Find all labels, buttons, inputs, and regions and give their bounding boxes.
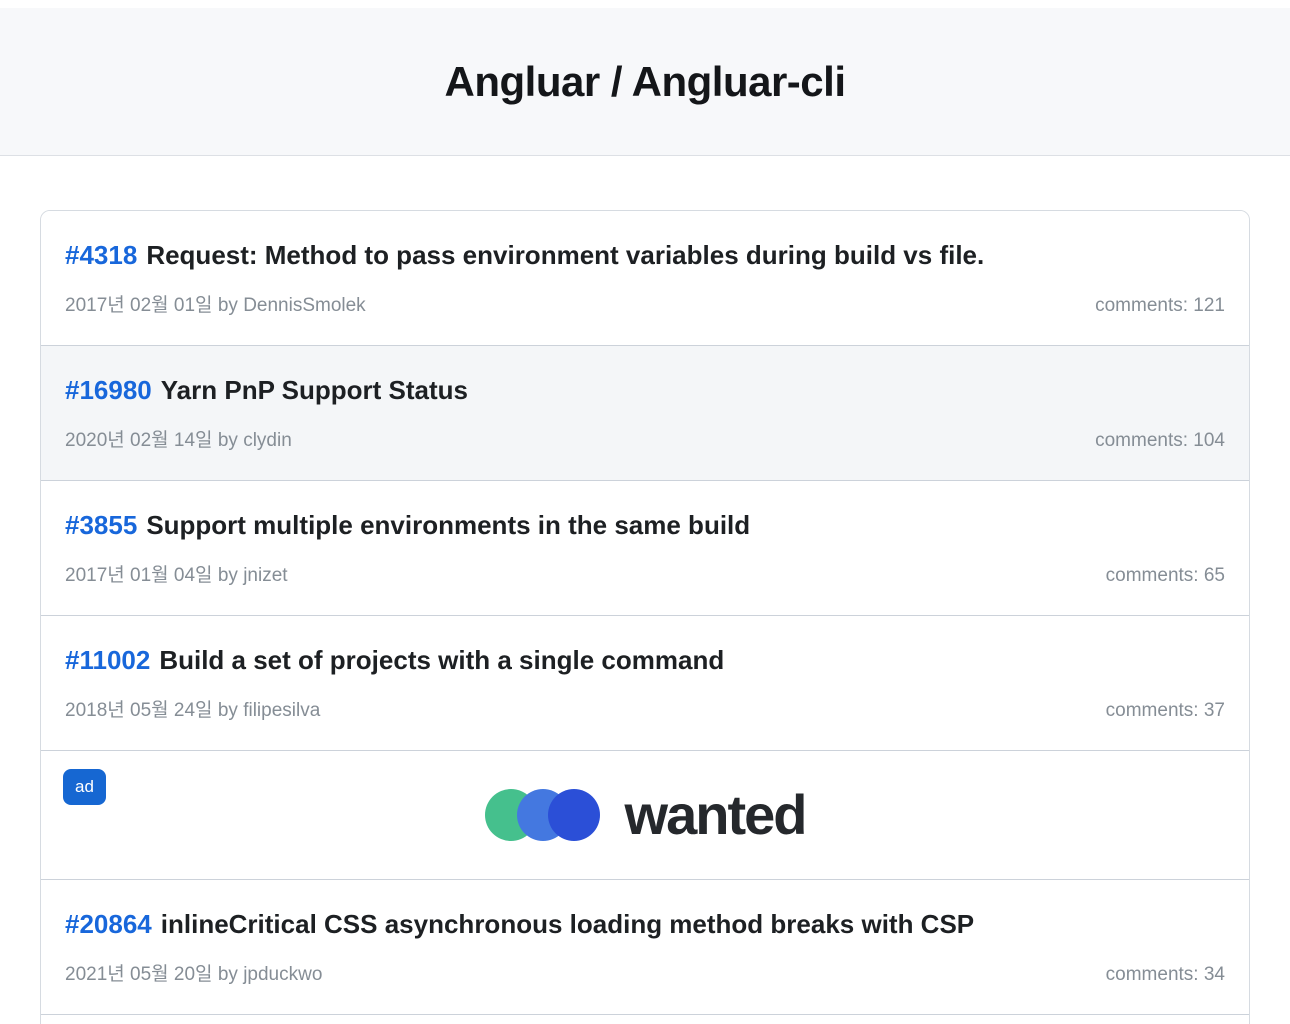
issue-author: jpduckwo [243,964,323,985]
by-label: by [217,964,238,985]
comments-label: comments: [1105,565,1199,586]
issue-title: Request: Method to pass environment vari… [146,240,985,270]
issue-row[interactable]: #20864 inlineCritical CSS asynchronous lo… [41,879,1249,1014]
issue-comments: comments: 37 [1106,698,1225,723]
comments-count: 65 [1203,565,1225,586]
issue-title-line: #3855 Support multiple environments in th… [65,508,1225,542]
issue-number-link[interactable]: #20864 [65,909,152,939]
page-title: Angluar / Angluar-cli [444,57,846,105]
top-gap [0,0,1290,8]
issue-row[interactable]: #4318 Request: Method to pass environment… [41,211,1249,345]
issue-number-link[interactable]: #4318 [65,240,138,270]
main-content: #4318 Request: Method to pass environment… [0,210,1290,1024]
comments-label: comments: [1105,700,1199,721]
wanted-logo-text: wanted [624,783,808,846]
issue-meta: 2021년 05월 20일 by jpduckwo comments: 34 [65,962,1225,987]
issue-number-link[interactable]: #16980 [65,375,152,405]
issue-meta: 2017년 02월 01일 by DennisSmolek comments: … [65,293,1225,318]
ad-badge: ad [63,769,106,805]
issue-number-link[interactable]: #11002 [65,645,151,675]
comments-count: 34 [1203,964,1225,985]
wanted-logo[interactable]: wanted [484,783,808,846]
issue-row[interactable]: #11002 Build a set of projects with a sin… [41,615,1249,750]
issue-meta: 2018년 05월 24일 by filipesilva comments: 3… [65,698,1225,723]
issue-row[interactable]: #16980 Yarn PnP Support Status 2020년 02월 … [41,345,1249,480]
issue-comments: comments: 65 [1106,563,1225,588]
comments-label: comments: [1095,295,1189,316]
comments-label: comments: [1105,964,1199,985]
issue-title-line: #4318 Request: Method to pass environment… [65,238,1225,272]
issue-meta-left: 2021년 05월 20일 by jpduckwo [65,962,322,987]
comments-count: 37 [1203,700,1225,721]
comments-count: 104 [1193,430,1225,451]
issue-title: Build a set of projects with a single co… [159,645,725,675]
issue-title-line: #20864 inlineCritical CSS asynchronous lo… [65,907,1225,941]
issue-title-line: #16980 Yarn PnP Support Status [65,373,1225,407]
ad-row[interactable]: ad wanted [41,750,1249,879]
issue-meta-left: 2017년 01월 04일 by jnizet [65,563,288,588]
issue-date: 2017년 01월 04일 [65,565,213,586]
app-header: Angluar / Angluar-cli [0,8,1290,156]
issue-comments: comments: 121 [1095,293,1225,318]
issue-author: jnizet [243,565,288,586]
issue-meta-left: 2020년 02월 14일 by clydin [65,428,292,453]
by-label: by [217,700,238,721]
issue-row[interactable]: #3855 Support multiple environments in th… [41,480,1249,615]
issue-meta-left: 2017년 02월 01일 by DennisSmolek [65,293,366,318]
issue-title: inlineCritical CSS asynchronous loading … [160,909,975,939]
issue-author: DennisSmolek [243,295,366,316]
issue-number-link[interactable]: #3855 [65,510,138,540]
issue-meta: 2017년 01월 04일 by jnizet comments: 65 [65,563,1225,588]
issue-title: Support multiple environments in the sam… [146,510,751,540]
issue-author: filipesilva [243,700,321,721]
comments-label: comments: [1095,430,1189,451]
comments-count: 121 [1193,295,1225,316]
issue-date: 2021년 05월 20일 [65,964,213,985]
issue-author: clydin [243,430,292,451]
by-label: by [217,430,238,451]
issue-title-line: #11002 Build a set of projects with a sin… [65,643,1225,677]
issue-date: 2018년 05월 24일 [65,700,213,721]
issue-date: 2017년 02월 01일 [65,295,213,316]
issue-meta-left: 2018년 05월 24일 by filipesilva [65,698,320,723]
issue-list: #4318 Request: Method to pass environment… [40,210,1250,1024]
issue-title: Yarn PnP Support Status [160,375,469,405]
by-label: by [217,565,238,586]
issue-meta: 2020년 02월 14일 by clydin comments: 104 [65,428,1225,453]
issue-row-partial [41,1014,1249,1024]
by-label: by [217,295,238,316]
issue-comments: comments: 34 [1106,962,1225,987]
issue-comments: comments: 104 [1095,428,1225,453]
wanted-circle-darkblue-icon [547,789,600,841]
issue-date: 2020년 02월 14일 [65,430,213,451]
